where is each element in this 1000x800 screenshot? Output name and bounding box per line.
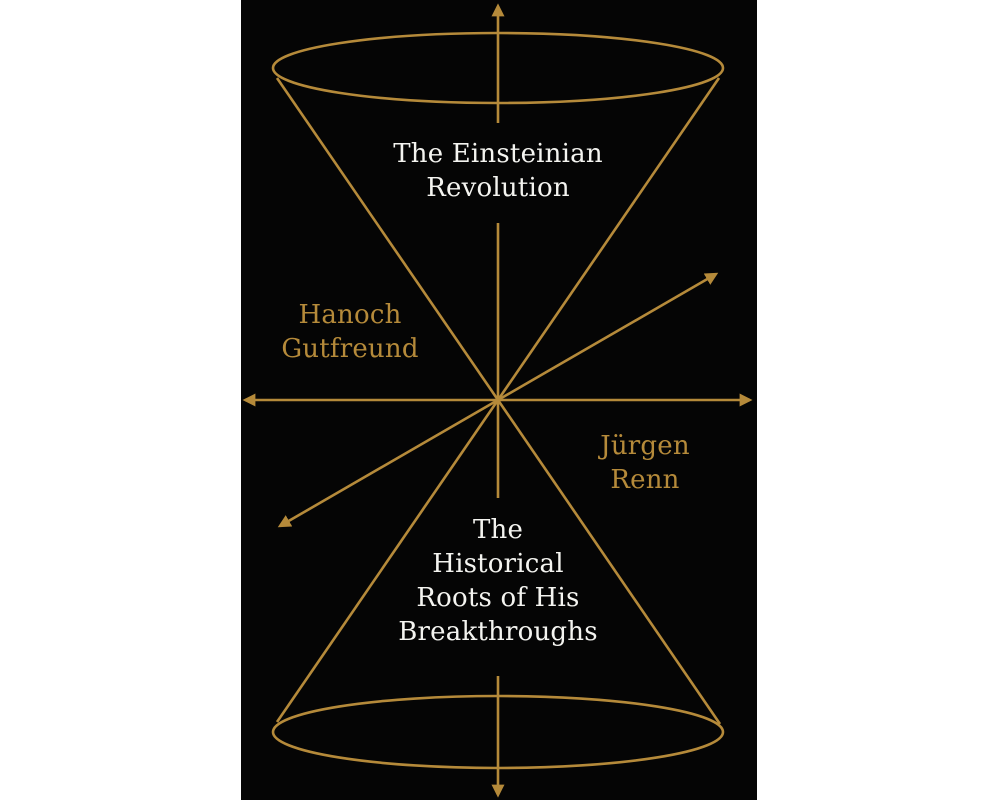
subtitle-line-4: Breakthroughs bbox=[398, 617, 598, 647]
author-2-last-name: Renn bbox=[610, 465, 680, 495]
book-title: The Einsteinian Revolution bbox=[358, 137, 638, 205]
author-1-first-name: Hanoch bbox=[298, 300, 402, 330]
title-line-1: The Einsteinian bbox=[393, 139, 603, 169]
author-2-first-name: Jürgen bbox=[600, 431, 690, 461]
author-1-last-name: Gutfreund bbox=[281, 334, 419, 364]
subtitle-line-1: The bbox=[472, 515, 524, 545]
author-hanoch-gutfreund: Hanoch Gutfreund bbox=[260, 298, 440, 366]
title-line-2: Revolution bbox=[426, 173, 570, 203]
subtitle-line-2: Historical bbox=[432, 549, 564, 579]
author-jurgen-renn: Jürgen Renn bbox=[575, 429, 715, 497]
subtitle-line-3: Roots of His bbox=[416, 583, 580, 613]
cone-line-top-right bbox=[496, 77, 721, 401]
book-subtitle: The Historical Roots of His Breakthrough… bbox=[368, 513, 628, 649]
origin-dot bbox=[495, 397, 501, 403]
